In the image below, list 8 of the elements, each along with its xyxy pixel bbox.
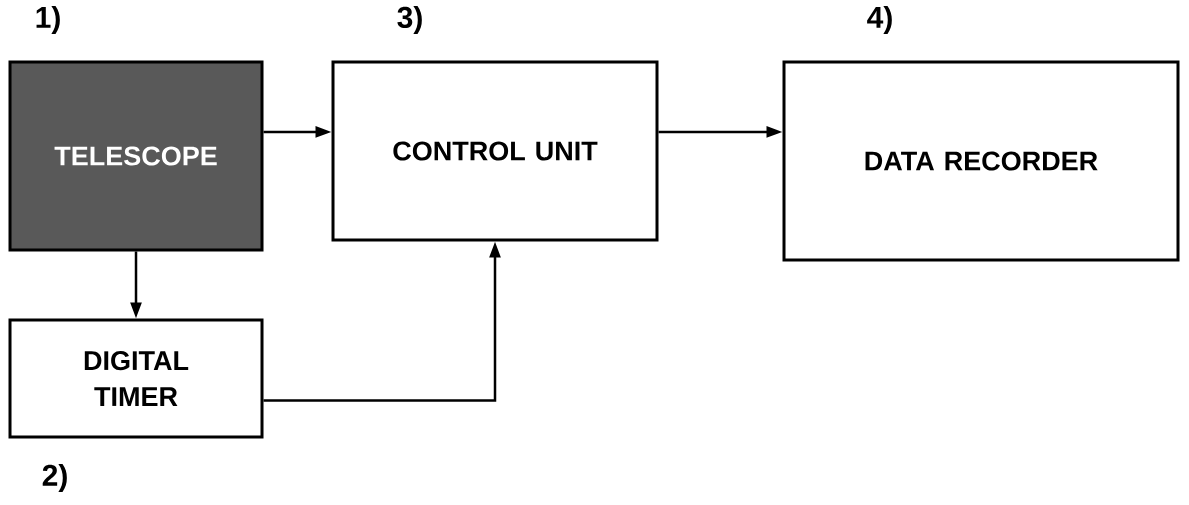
process-box: CONTROL UNIT: [331, 60, 659, 242]
process-box: DIGITAL TIMER: [8, 318, 264, 439]
step-number: 3): [397, 6, 422, 34]
step-number: 2): [42, 464, 67, 492]
step-number: 4): [867, 6, 892, 34]
hatched-box: TELESCOPE: [8, 60, 264, 252]
process-box: DATA RECORDER: [782, 60, 1180, 262]
step-number: 1): [36, 6, 60, 34]
